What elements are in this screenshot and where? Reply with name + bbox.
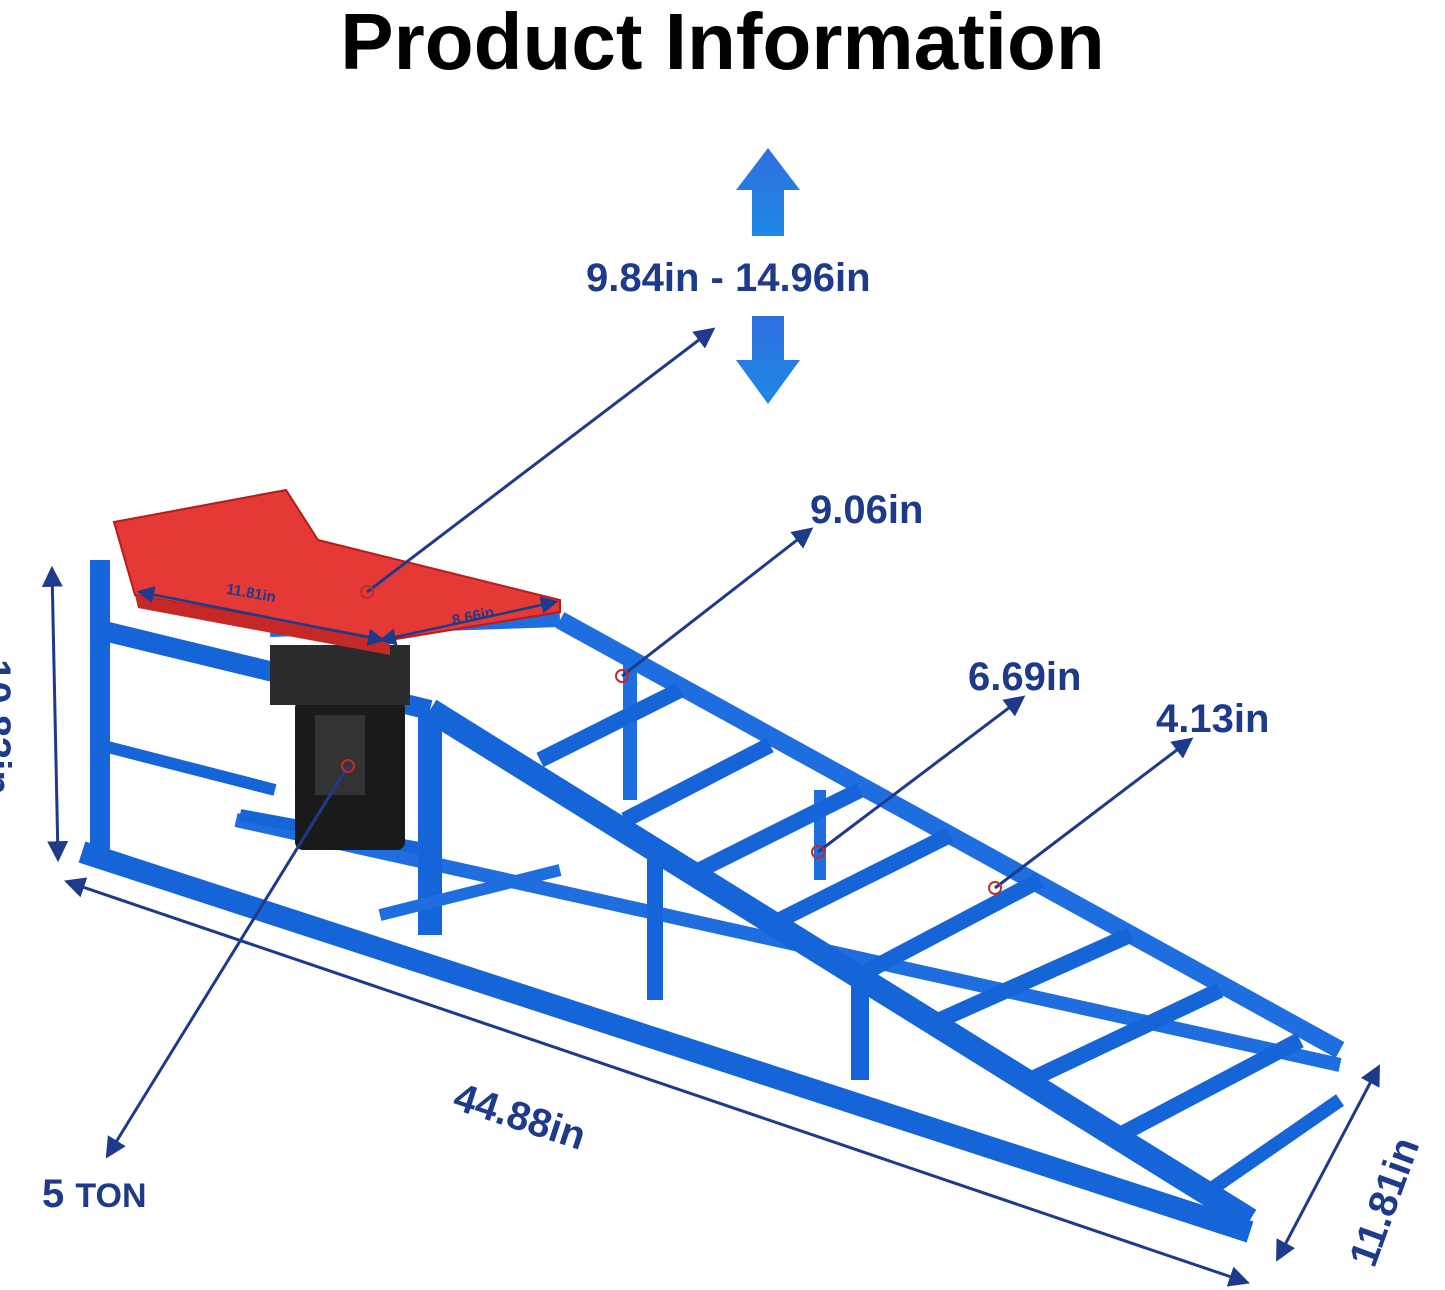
pointer-dot: [811, 845, 825, 859]
lift-pointer-arrow: [366, 327, 716, 594]
platform-length-arrow: [136, 586, 386, 646]
pointer-dot: [341, 759, 355, 773]
pointer-dot: [360, 585, 374, 599]
width-arrow: [1276, 1064, 1380, 1262]
step-low-label: 4.13in: [1156, 697, 1270, 741]
lift-down-arrow-icon: [736, 316, 800, 404]
step-high-label: 9.06in: [810, 488, 924, 532]
lift-range-label: 9.84in - 14.96in: [586, 256, 871, 300]
capacity-value: 5: [42, 1172, 65, 1216]
step-mid-label: 6.69in: [968, 655, 1082, 699]
step-high-arrow: [621, 527, 814, 678]
step-low-arrow: [994, 737, 1194, 890]
height-label: 10.83in: [0, 659, 18, 795]
capacity-arrow: [105, 765, 350, 1159]
capacity-label: 5 TON: [42, 1172, 147, 1218]
page-title: Product Information: [340, 0, 1105, 86]
lift-up-arrow-icon: [736, 148, 800, 236]
length-arrow: [64, 877, 1250, 1287]
platform-width-arrow: [378, 596, 559, 646]
capacity-unit: TON: [75, 1177, 147, 1215]
pointer-dot: [615, 669, 629, 683]
step-mid-arrow: [817, 695, 1026, 854]
height-arrow: [41, 565, 69, 863]
pointer-dot: [988, 881, 1002, 895]
